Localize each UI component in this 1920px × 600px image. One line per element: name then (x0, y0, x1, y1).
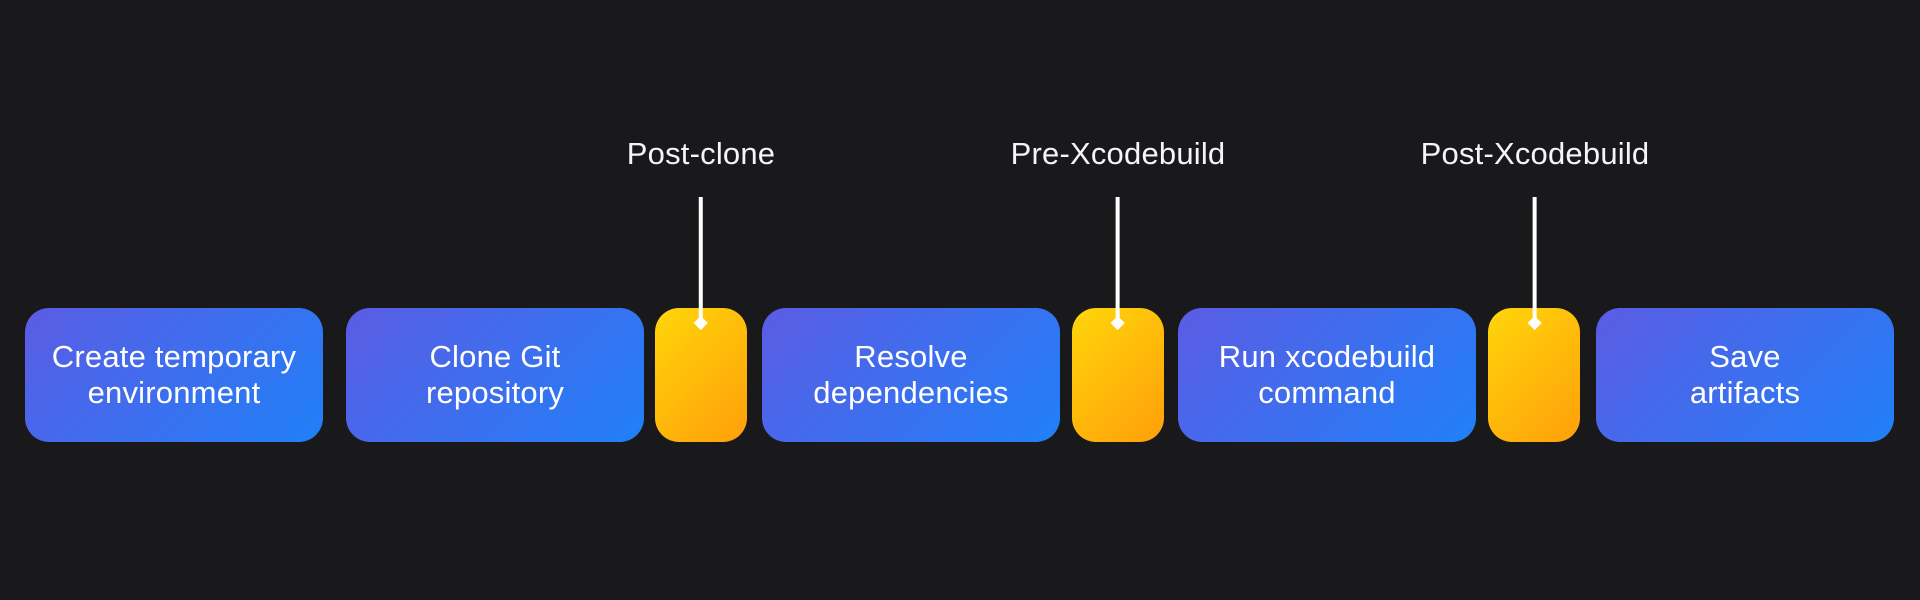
annotation-post-xcodebuild: Post-Xcodebuild (1420, 136, 1650, 331)
annotation-label: Pre-Xcodebuild (1010, 136, 1226, 171)
pipeline-stage-create-temporary-environment: Create temporary environment (25, 308, 323, 442)
diamond-marker-icon (1110, 315, 1126, 331)
build-pipeline: Create temporary environment Clone Git r… (25, 308, 1894, 442)
pipeline-stage-resolve-dependencies: Resolve dependencies (762, 308, 1060, 442)
annotation-label: Post-clone (626, 136, 776, 171)
pipeline-stage-clone-git-repository: Clone Git repository (346, 308, 644, 442)
pipeline-stage-save-artifacts: Save artifacts (1596, 308, 1894, 442)
custom-script-slot-pre-xcodebuild (1072, 308, 1164, 442)
annotation-pre-xcodebuild: Pre-Xcodebuild (1010, 136, 1226, 331)
pipeline-stage-run-xcodebuild-command: Run xcodebuild command (1178, 308, 1476, 442)
diamond-marker-icon (1527, 315, 1543, 331)
diamond-marker-icon (693, 315, 709, 331)
annotation-post-clone: Post-clone (626, 136, 776, 331)
stage-label: Save artifacts (1689, 339, 1801, 410)
stage-label: Create temporary environment (51, 339, 297, 410)
stage-label: Clone Git repository (425, 339, 565, 410)
stage-label: Run xcodebuild command (1218, 339, 1436, 410)
custom-script-slot-post-clone (655, 308, 747, 442)
connector-line (1115, 197, 1120, 320)
custom-script-slot-post-xcodebuild (1488, 308, 1580, 442)
annotation-label: Post-Xcodebuild (1420, 136, 1650, 171)
connector-line (1533, 197, 1537, 320)
connector-line (699, 197, 703, 320)
stage-label: Resolve dependencies (813, 339, 1009, 410)
